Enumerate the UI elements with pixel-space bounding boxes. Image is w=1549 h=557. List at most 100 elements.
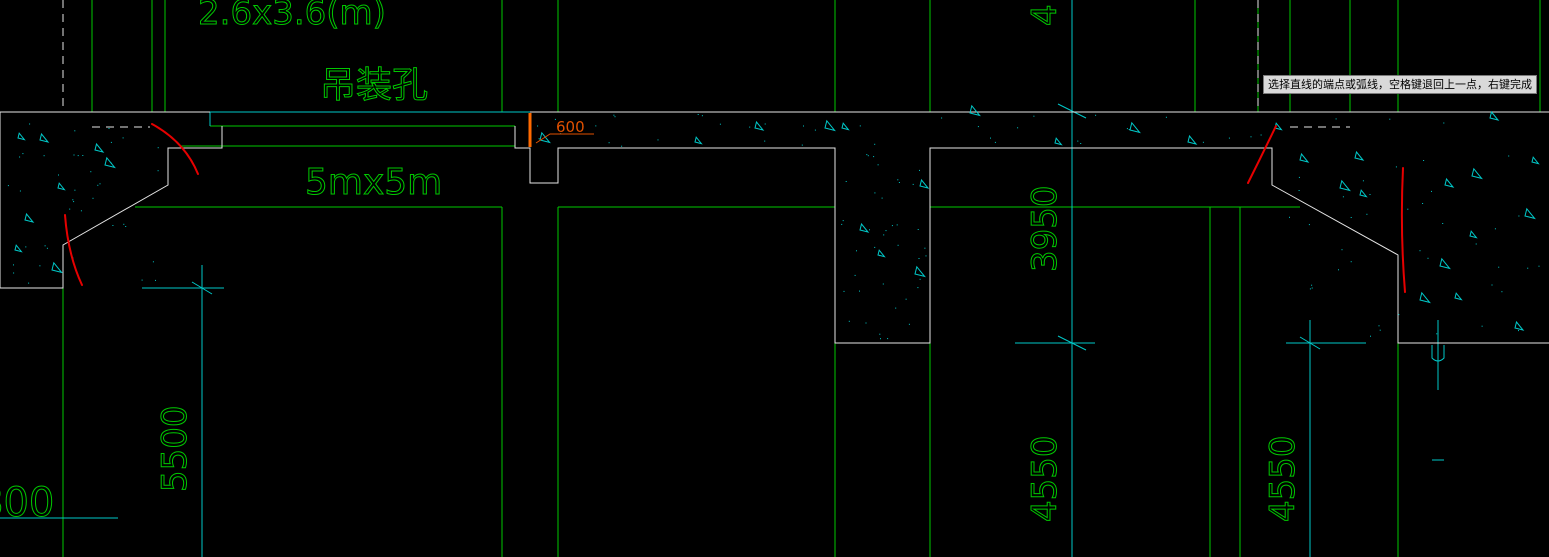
- hatch-triangle: [824, 119, 836, 132]
- hatch-dot: [867, 155, 869, 157]
- hatch-dot: [1436, 333, 1438, 335]
- hatch-dot: [1389, 118, 1391, 120]
- hatch-dot: [152, 261, 154, 263]
- hatch-dot: [697, 114, 699, 115]
- hatch-dot: [613, 114, 615, 116]
- hatch-dot: [123, 223, 125, 225]
- hatch-dot: [122, 137, 124, 139]
- hatch-dot: [1341, 249, 1343, 251]
- hatch-dot: [1095, 114, 1097, 116]
- hatch-triangle: [1339, 179, 1351, 192]
- hatch-dot: [866, 154, 868, 156]
- hatch-triangle: [914, 265, 926, 278]
- label-opening-size: 5mx5m: [305, 162, 442, 203]
- structure-outline: [0, 111, 1549, 344]
- hatch-triangle: [94, 142, 105, 153]
- hatch-dot: [1165, 116, 1167, 118]
- hatch-dot: [7, 185, 9, 187]
- hatch-dot: [891, 225, 893, 227]
- hatch-triangle: [1129, 121, 1141, 134]
- hatch-dot: [108, 128, 110, 129]
- hatch-triangle: [1531, 156, 1540, 165]
- hatch-dot: [141, 279, 143, 281]
- hatch-triangle: [1471, 167, 1483, 180]
- label-top-dim: 2.6x3.6(m): [198, 0, 386, 33]
- hatch-dot: [1501, 291, 1503, 293]
- hatch-dot: [1309, 288, 1311, 290]
- hatch-dot: [854, 274, 856, 276]
- hatch-dot: [19, 190, 21, 192]
- green-grid-lines: [62, 0, 1541, 557]
- hatch-dot: [856, 250, 857, 252]
- label-dim-3950: 3950: [1025, 185, 1065, 272]
- hatch-dot: [1538, 265, 1540, 267]
- hatch-dot: [887, 338, 889, 340]
- hatch-dot: [1518, 330, 1519, 332]
- hatch-triangle: [694, 136, 703, 145]
- hatch-dot: [880, 338, 881, 340]
- hatch-dot: [1289, 216, 1290, 218]
- hatch-dot: [157, 147, 159, 149]
- hatch-dot: [1498, 266, 1500, 268]
- hatch-dot: [898, 182, 900, 183]
- hatch-dot: [918, 258, 920, 259]
- hatch-dot: [1128, 129, 1130, 130]
- hatch-dot: [13, 264, 14, 266]
- hatch-triangle: [39, 132, 50, 143]
- hatch-dot: [919, 278, 921, 280]
- hatch-triangle: [539, 131, 551, 144]
- hatch-dot: [1228, 137, 1230, 139]
- hatch-triangle: [104, 156, 116, 169]
- hatch-dot: [1335, 118, 1337, 120]
- hatch-dot: [125, 226, 127, 227]
- hatch-dot: [110, 162, 112, 164]
- hatch-dot: [1442, 223, 1444, 224]
- hatch-dot: [157, 170, 159, 172]
- hatch-dot: [1370, 335, 1371, 337]
- hatch-dot: [69, 208, 71, 210]
- hatch-dot: [1475, 243, 1477, 245]
- hatch-dot: [1378, 325, 1380, 327]
- hatch-dot: [1080, 143, 1082, 144]
- hatch-triangle: [17, 132, 26, 141]
- hatch-dot: [90, 171, 92, 173]
- hatch-dot: [19, 156, 21, 158]
- hatch-dot: [917, 287, 919, 289]
- hatch-dot: [879, 333, 881, 335]
- hatch-dot: [1250, 136, 1252, 138]
- hatch-dot: [905, 298, 907, 300]
- hatch-dot: [537, 125, 539, 127]
- hatch-dot: [1443, 122, 1445, 124]
- hatch-dot: [990, 137, 991, 139]
- hatch-dot: [608, 142, 610, 144]
- hatch-dot: [912, 183, 914, 185]
- hatch-dot: [803, 125, 804, 127]
- hatch-dot: [1369, 194, 1371, 195]
- hatch-dot: [1350, 261, 1352, 263]
- hatch-dot: [43, 155, 45, 157]
- hatch-dot: [919, 169, 920, 171]
- hatch-triangle: [1439, 257, 1451, 270]
- hatch-dot: [595, 125, 597, 127]
- hatch-dot: [72, 199, 74, 201]
- hatch-dot: [1407, 208, 1409, 210]
- hatch-dot: [749, 126, 751, 128]
- hatch-dot: [554, 118, 556, 120]
- hatch-dot: [13, 272, 15, 274]
- dashed-lines: [62, 0, 1350, 128]
- hatch-dot: [701, 115, 703, 117]
- hatch-dot: [842, 220, 844, 222]
- hatch-dot: [896, 224, 898, 226]
- hatch-triangle: [1524, 207, 1536, 220]
- hatch-dot: [1419, 250, 1421, 252]
- hatch-dot: [28, 282, 30, 284]
- hatch-dot: [74, 130, 76, 132]
- hatch-triangle: [57, 182, 66, 191]
- hatch-triangle: [859, 222, 870, 233]
- hatch-dot: [1481, 325, 1483, 327]
- label-hoist-hole: 吊装孔: [320, 65, 428, 106]
- label-dim-5500: 5500: [155, 405, 195, 492]
- hatch-dot: [1311, 284, 1313, 286]
- hatch-dot: [92, 197, 94, 199]
